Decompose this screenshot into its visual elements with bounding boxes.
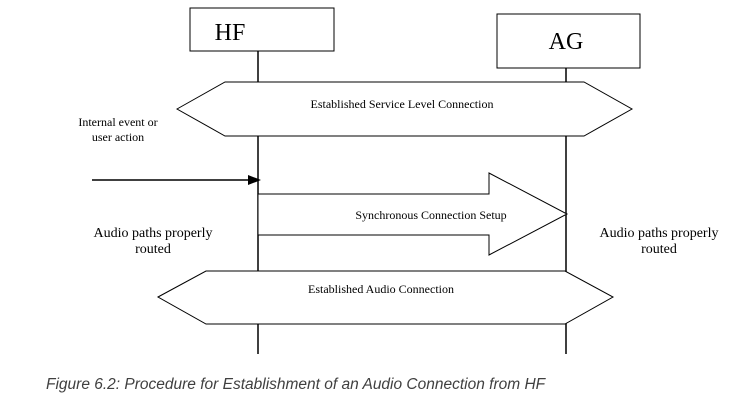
trigger-note-line1: Internal event or bbox=[78, 115, 157, 129]
ag-audio-note-line1: Audio paths properly bbox=[600, 226, 719, 241]
sync-connection-setup-label: Synchronous Connection Setup bbox=[355, 208, 506, 222]
ag-audio-note-line2: routed bbox=[641, 242, 677, 257]
trigger-arrowhead bbox=[248, 175, 261, 185]
trigger-note-line2: user action bbox=[92, 130, 144, 144]
audio-connection-shape bbox=[156, 270, 615, 325]
ag-entity-box bbox=[496, 13, 641, 69]
audio-connection-label: Established Audio Connection bbox=[308, 282, 454, 296]
hf-audio-note-line2: routed bbox=[135, 242, 171, 257]
ag-entity-label: AG bbox=[549, 29, 584, 55]
hf-entity-label: HF bbox=[215, 20, 246, 46]
service-level-connection-label: Established Service Level Connection bbox=[311, 97, 494, 111]
figure-caption: Figure 6.2: Procedure for Establishment … bbox=[46, 376, 546, 393]
hf-audio-note-line1: Audio paths properly bbox=[94, 226, 213, 241]
service-level-connection-shape bbox=[175, 81, 634, 137]
hf-entity-box bbox=[189, 7, 335, 52]
sync-connection-setup-arrow bbox=[257, 172, 569, 256]
